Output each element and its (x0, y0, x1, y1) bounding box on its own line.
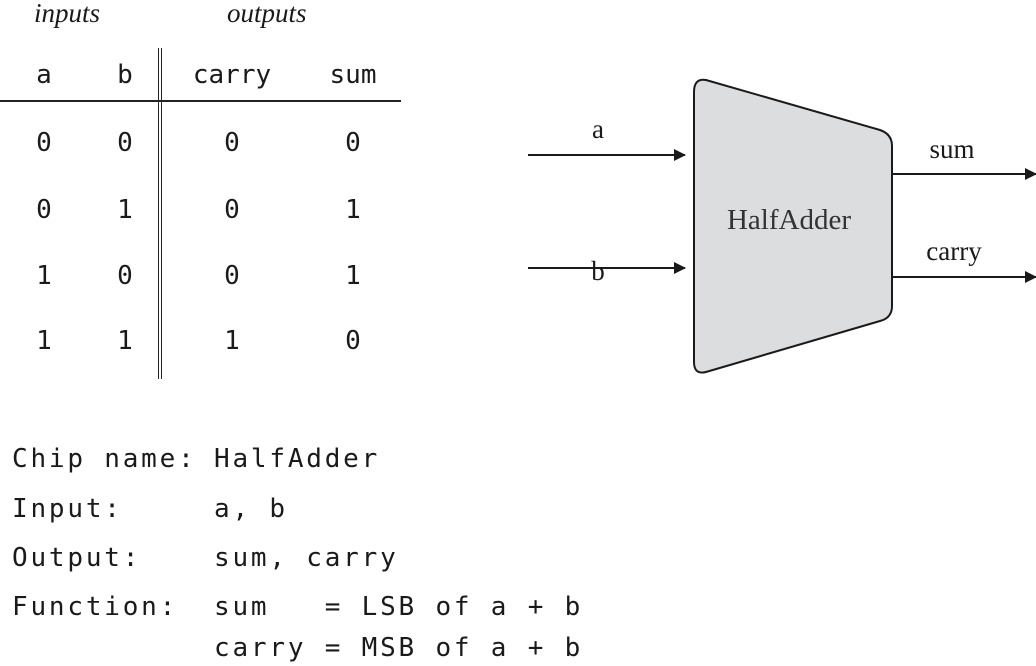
table-cell: 1 (345, 195, 361, 225)
output-carry-label: carry (926, 236, 982, 266)
chip-diagram: a b sum carry HalfAdder (528, 78, 1036, 374)
column-divider-2 (161, 48, 162, 379)
column-divider-1 (158, 48, 159, 379)
spec-function-line-sum: sum = LSB of a + b (214, 592, 584, 622)
spec-input-label: Input: (12, 494, 123, 524)
table-cell: 0 (345, 128, 361, 158)
header-divider (0, 100, 401, 102)
table-cell: 0 (224, 261, 240, 291)
outputs-group-label: outputs (227, 0, 307, 28)
input-a-label: a (592, 114, 604, 144)
header-sum: sum (329, 60, 377, 90)
header-carry: carry (192, 60, 272, 90)
spec-chip-name-value: HalfAdder (214, 444, 381, 474)
output-sum-label: sum (929, 134, 974, 164)
chip-body (693, 78, 893, 374)
spec-output-value: sum, carry (214, 543, 399, 573)
table-cell: 0 (117, 261, 133, 291)
inputs-group-label: inputs (34, 0, 101, 28)
table-cell: 0 (36, 128, 52, 158)
input-b-label: b (591, 256, 605, 286)
table-cell: 1 (117, 195, 133, 225)
chip-name-label: HalfAdder (727, 204, 851, 236)
table-cell: 1 (36, 261, 52, 291)
spec-input-value: a, b (214, 494, 288, 524)
table-cell: 0 (224, 128, 240, 158)
table-cell: 0 (36, 195, 52, 225)
table-cell: 1 (224, 326, 240, 356)
table-cell: 0 (345, 326, 361, 356)
header-b: b (117, 60, 133, 90)
table-cell: 0 (224, 195, 240, 225)
table-cell: 0 (117, 128, 133, 158)
spec-output-label: Output: (12, 543, 142, 573)
spec-function-label: Function: (12, 592, 179, 622)
table-cell: 1 (36, 326, 52, 356)
header-a: a (36, 60, 52, 90)
table-cell: 1 (117, 326, 133, 356)
table-cell: 1 (345, 261, 361, 291)
spec-function-line-carry: carry = MSB of a + b (214, 633, 584, 663)
spec-chip-name-label: Chip name: (12, 444, 197, 474)
